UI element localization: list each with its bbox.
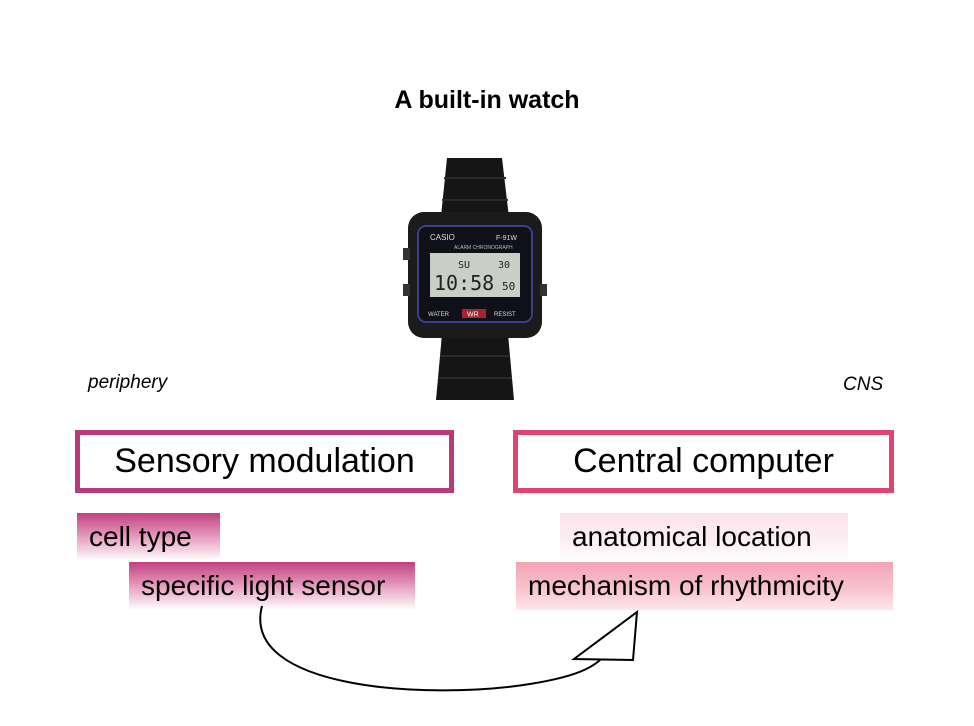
watch-model: F-91W bbox=[496, 235, 517, 242]
periphery-label: periphery bbox=[88, 372, 168, 393]
watch-subtitle: ALARM CHRONOGRAPH bbox=[454, 245, 513, 251]
slide-title: A built-in watch bbox=[394, 86, 580, 114]
curved-arrow-head bbox=[571, 609, 639, 662]
central-computer-box: Central computer bbox=[513, 430, 894, 493]
watch-day: SU bbox=[458, 260, 470, 271]
cell-type-tag: cell type bbox=[77, 513, 220, 561]
watch-footer-right: RESIST bbox=[494, 312, 516, 318]
wristwatch-image: CASIO F-91W ALARM CHRONOGRAPH SU 30 10:5… bbox=[403, 158, 547, 400]
watch-brand: CASIO bbox=[430, 233, 455, 242]
curved-arrow-line bbox=[259, 605, 613, 692]
sensory-modulation-box: Sensory modulation bbox=[75, 430, 454, 493]
watch-seconds: 50 bbox=[502, 280, 515, 293]
central-computer-label: Central computer bbox=[573, 442, 834, 480]
light-sensor-tag: specific light sensor bbox=[129, 562, 415, 610]
anatomical-location-tag: anatomical location bbox=[560, 513, 848, 561]
cns-label: CNS bbox=[843, 374, 884, 395]
watch-time: 10:58 bbox=[434, 271, 494, 295]
watch-date: 30 bbox=[498, 260, 510, 271]
rhythmicity-tag: mechanism of rhythmicity bbox=[516, 562, 893, 610]
sensory-modulation-label: Sensory modulation bbox=[114, 442, 415, 480]
watch-footer-mid: WR bbox=[467, 312, 479, 319]
watch-footer-left: WATER bbox=[428, 312, 450, 318]
